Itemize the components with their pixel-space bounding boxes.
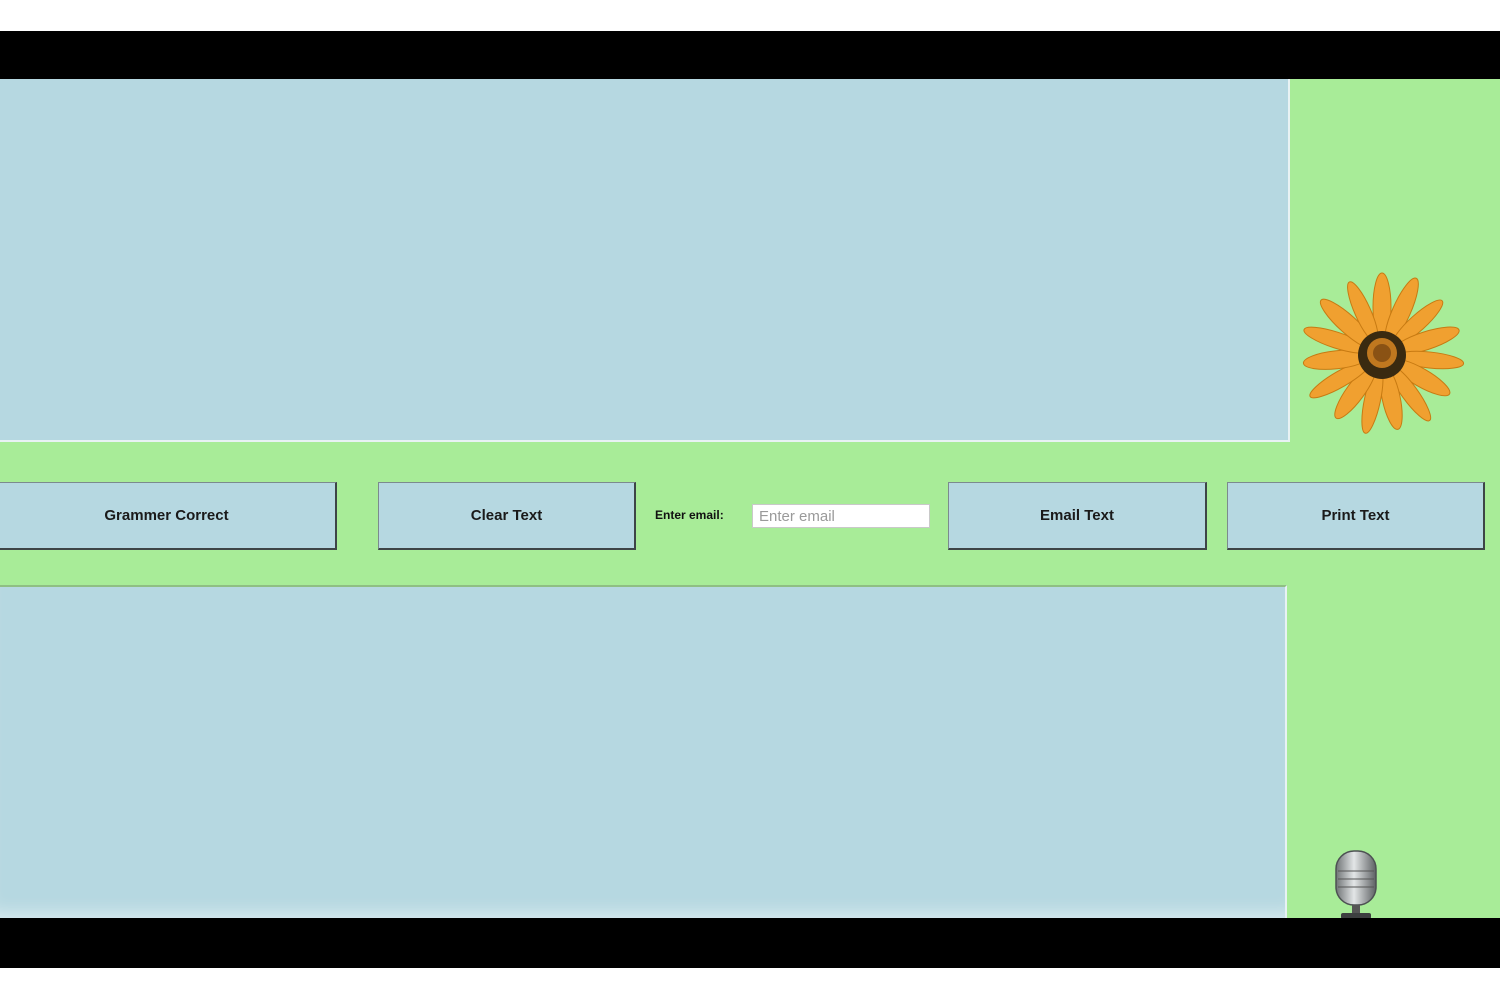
input-text-area[interactable] xyxy=(0,79,1290,442)
email-text-button[interactable]: Email Text xyxy=(948,482,1207,550)
top-letterbox-bar xyxy=(0,31,1500,79)
output-text-area[interactable] xyxy=(0,585,1287,918)
flower-image xyxy=(1302,272,1465,434)
app-area: Grammer Correct Clear Text Enter email: … xyxy=(0,79,1500,919)
grammar-correct-button[interactable]: Grammer Correct xyxy=(0,482,337,550)
clear-text-button[interactable]: Clear Text xyxy=(378,482,636,550)
microphone-icon[interactable] xyxy=(1329,849,1383,919)
email-input[interactable] xyxy=(752,504,930,528)
email-label: Enter email: xyxy=(655,508,724,522)
bottom-letterbox-bar xyxy=(0,918,1500,968)
print-text-button[interactable]: Print Text xyxy=(1227,482,1485,550)
